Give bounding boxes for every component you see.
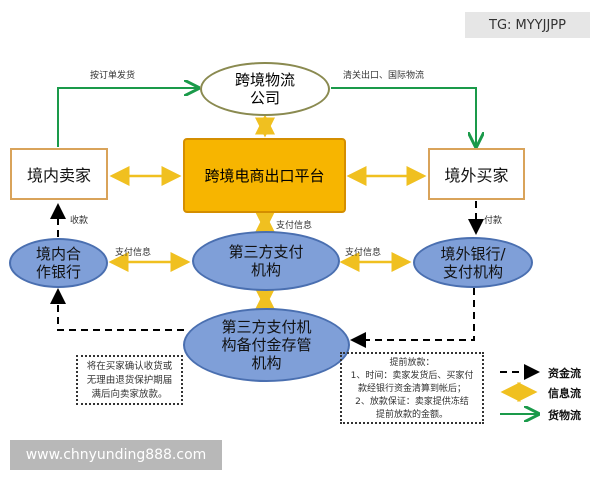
node-escrow: 第三方支付机 构备付金存管 机构 bbox=[183, 308, 350, 382]
label-payinfo-center: 支付信息 bbox=[276, 221, 313, 231]
label-payinfo-right: 支付信息 bbox=[345, 248, 382, 258]
node-logistics: 跨境物流 公司 bbox=[200, 62, 330, 116]
node-platform: 跨境电商出口平台 bbox=[183, 138, 346, 213]
label-receive: 收款 bbox=[70, 216, 89, 226]
label-customs: 清关出口、国际物流 bbox=[343, 71, 425, 81]
label-payinfo-left: 支付信息 bbox=[115, 248, 152, 258]
node-foreign-bank: 境外银行/ 支付机构 bbox=[413, 237, 533, 288]
legend-money: 资金流 bbox=[548, 367, 581, 380]
note-right: 提前放款： 1、时间：卖家发货后、买家付 款经银行资金清算到帐后； 2、放款保证… bbox=[340, 352, 484, 424]
node-buyer: 境外买家 bbox=[428, 148, 525, 200]
goods-flow bbox=[57, 88, 476, 147]
note-left: 将在买家确认收货或 无理由退货保护期届 满后向卖家放款。 bbox=[76, 355, 183, 405]
money-flow bbox=[50, 201, 484, 348]
legend-goods: 货物流 bbox=[548, 409, 581, 422]
top-watermark: TG: MYYJJPP bbox=[465, 12, 590, 38]
label-ship-by-order: 按订单发货 bbox=[90, 71, 136, 81]
node-domestic-bank: 境内合 作银行 bbox=[9, 238, 108, 288]
node-third-party-payment: 第三方支付 机构 bbox=[192, 231, 340, 291]
legend-lines bbox=[500, 364, 540, 414]
info-flow bbox=[108, 114, 427, 310]
legend-info: 信息流 bbox=[548, 387, 581, 400]
label-pay: 付款 bbox=[484, 216, 503, 226]
node-seller: 境内卖家 bbox=[10, 148, 108, 200]
bottom-watermark: www.chnyunding888.com bbox=[10, 440, 222, 470]
